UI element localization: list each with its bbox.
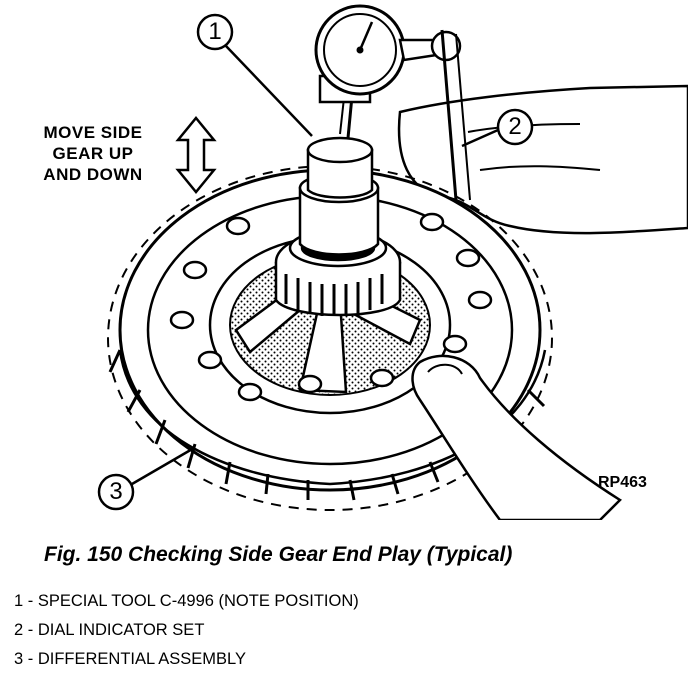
legend-list: 1 - SPECIAL TOOL C-4996 (NOTE POSITION) … [14, 590, 359, 677]
callout-1-marker [196, 13, 313, 137]
differential-illustration [97, 4, 688, 520]
dial-indicator-illustration [314, 4, 471, 201]
callout-3-number: 3 [109, 478, 123, 505]
callout-2-marker [461, 108, 534, 148]
hand-lower-illustration [411, 354, 622, 520]
callout-3-marker [97, 446, 195, 511]
legend-item: 2 - DIAL INDICATOR SET [14, 621, 205, 639]
up-down-arrow-icon [175, 116, 217, 194]
move-label-line: MOVE SIDE [43, 123, 143, 142]
move-label-line: AND DOWN [43, 165, 143, 184]
legend-item: 1 - SPECIAL TOOL C-4996 (NOTE POSITION) [14, 592, 359, 610]
legend-item: 3 - DIFFERENTIAL ASSEMBLY [14, 650, 246, 668]
callout-1-number: 1 [208, 18, 222, 45]
move-side-gear-label: MOVE SIDE GEAR UP AND DOWN [18, 122, 168, 185]
figure-caption: Fig. 150 Checking Side Gear End Play (Ty… [44, 543, 513, 566]
special-tool-illustration [298, 136, 380, 256]
figure-code: RP463 [598, 474, 647, 491]
move-label-line: GEAR UP [52, 144, 134, 163]
ring-gear-bolts [169, 212, 493, 402]
callout-2-number: 2 [508, 113, 522, 140]
